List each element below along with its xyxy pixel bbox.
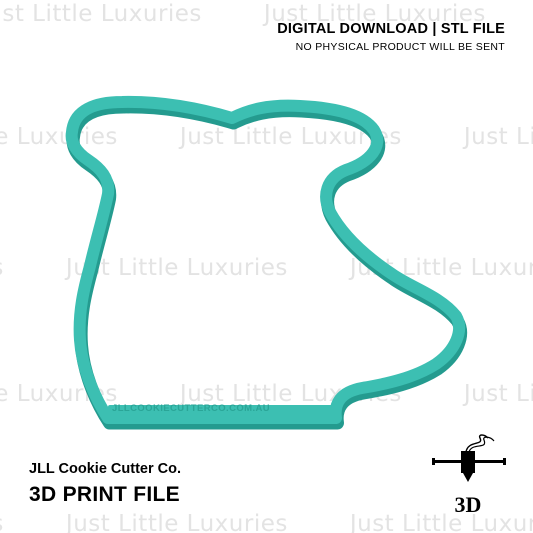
- 3d-label: 3D: [455, 492, 482, 516]
- brand-block: JLL Cookie Cutter Co. 3D PRINT FILE: [29, 460, 181, 508]
- filament-line: [465, 434, 489, 453]
- rail-end: [432, 458, 435, 465]
- download-notice: DIGITAL DOWNLOAD | STL FILE NO PHYSICAL …: [277, 20, 505, 54]
- cutter-wall: [72, 102, 459, 418]
- print-head: [461, 451, 475, 473]
- print-nozzle: [463, 473, 473, 482]
- cutter-base-strip: [108, 405, 336, 420]
- header-subtitle: NO PHYSICAL PRODUCT WILL BE SENT: [295, 41, 505, 53]
- filament-line: [468, 436, 495, 453]
- header-title: DIGITAL DOWNLOAD | STL FILE: [277, 21, 505, 37]
- 3d-printer-icon: 3D: [432, 434, 506, 516]
- rail-end: [503, 458, 506, 465]
- file-type-label: 3D PRINT FILE: [29, 483, 180, 506]
- cutter-embossed-text: JLLCOOKIECUTTERCO.COM.AU: [112, 403, 270, 414]
- brand-name: JLL Cookie Cutter Co.: [29, 461, 181, 477]
